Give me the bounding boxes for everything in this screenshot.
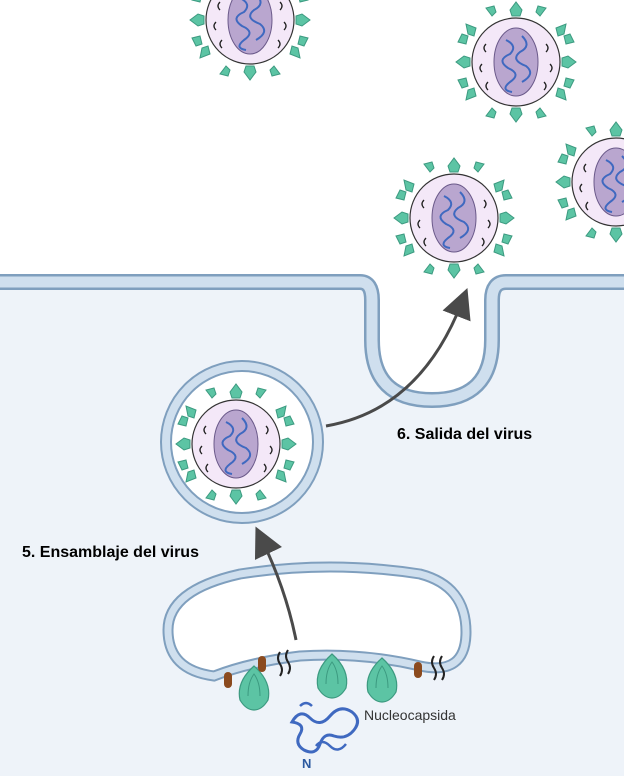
arrow-icon: [254, 526, 298, 641]
membrane-protein-icon: [224, 649, 445, 688]
nucleocapsid-label: Nucleocapsida: [364, 707, 456, 723]
virion-icon: [455, 1, 577, 123]
arrow-icon: [325, 288, 471, 428]
cell-interior: [0, 282, 624, 776]
nucleocapsid-icon: [289, 701, 359, 754]
virion-icon: [393, 157, 515, 279]
plasma-membrane: [0, 274, 624, 409]
step6-label: 6. Salida del virus: [397, 426, 533, 443]
virion-icon: [189, 0, 311, 81]
virion-icon: [555, 121, 624, 243]
er-golgi-compartment: [162, 561, 472, 682]
secretory-vesicle: [160, 360, 324, 524]
n-protein-label: N: [302, 756, 312, 771]
step5-label: 5. Ensamblaje del virus: [22, 544, 199, 561]
